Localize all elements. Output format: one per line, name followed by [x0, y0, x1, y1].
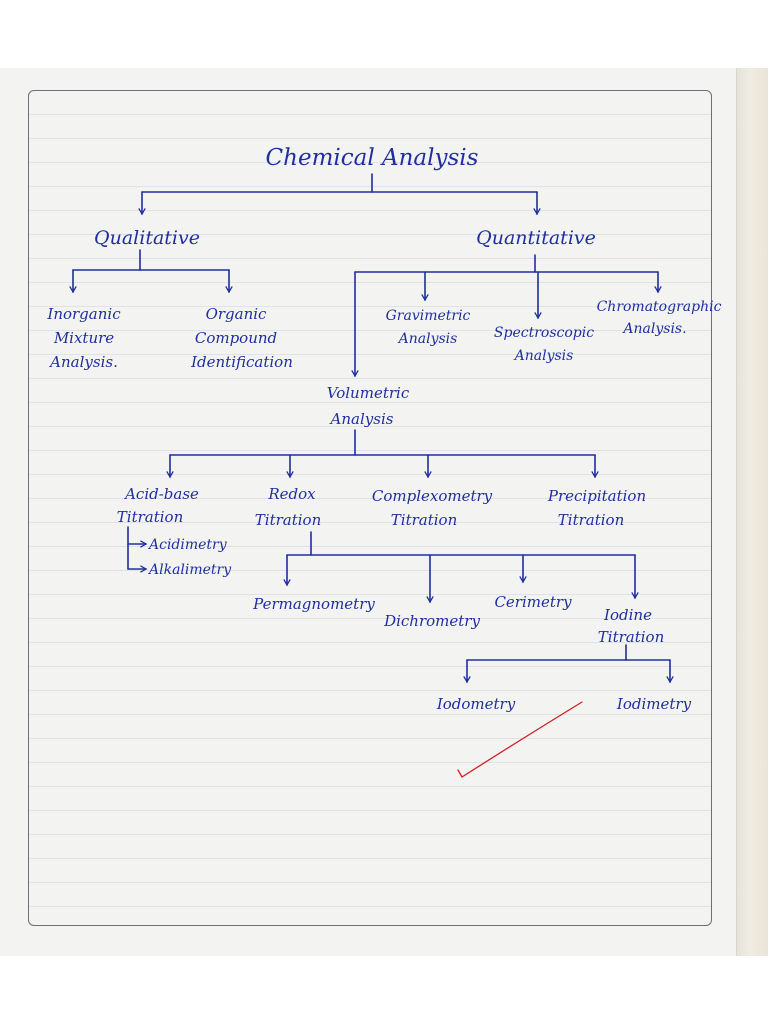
spectroscopic-line-2: Analysis: [514, 348, 574, 364]
gravimetric-line-2: Analysis: [398, 331, 458, 347]
organic-line-1: Organic: [205, 305, 267, 323]
acid-base-line-1: Acid-base: [125, 485, 199, 503]
alkalimetry-label: Alkalimetry: [149, 562, 232, 578]
paper-edge: [736, 68, 768, 956]
volumetric-line-1: Volumetric: [326, 384, 410, 402]
inorganic-line-1: Inorganic: [47, 305, 121, 323]
red-check-mark: [457, 701, 583, 778]
arrow-acidimetry: [127, 526, 148, 548]
arrow-alkalimetry: [127, 543, 148, 573]
redox-line-1: Redox: [268, 485, 316, 503]
iodometry-label: Iodometry: [436, 695, 516, 713]
iodimetry-label: Iodimetry: [616, 695, 692, 713]
page-border: [28, 90, 712, 926]
chromatographic-line-1: Chromatographic: [596, 299, 722, 315]
acidimetry-label: Acidimetry: [149, 537, 227, 553]
precipitation-line-2: Titration: [557, 511, 625, 529]
spectroscopic-line-1: Spectroscopic: [493, 325, 595, 341]
complexometry-line-1: Complexometry: [371, 487, 493, 505]
inorganic-line-3: Analysis.: [50, 353, 118, 371]
organic-line-2: Compound: [194, 329, 278, 347]
inorganic-line-2: Mixture: [53, 329, 115, 347]
redox-line-2: Titration: [254, 511, 322, 529]
iodine-line-1: Iodine: [604, 606, 652, 624]
precipitation-line-1: Precipitation: [547, 487, 647, 505]
volumetric-line-2: Analysis: [330, 410, 394, 428]
permagnometry-label: Permagnometry: [253, 595, 375, 613]
cerimetry-label: Cerimetry: [494, 593, 572, 611]
qualitative-label: Qualitative: [94, 227, 200, 249]
complexometry-line-2: Titration: [390, 511, 458, 529]
iodine-line-2: Titration: [597, 628, 665, 646]
root-label: Chemical Analysis: [265, 145, 479, 171]
dichrometry-label: Dichrometry: [384, 612, 480, 630]
organic-line-3: Identification: [191, 353, 293, 371]
chromatographic-line-2: Analysis.: [623, 321, 687, 337]
gravimetric-line-1: Gravimetric: [385, 308, 471, 324]
acid-base-line-2: Titration: [116, 508, 184, 526]
quantitative-label: Quantitative: [476, 227, 596, 249]
